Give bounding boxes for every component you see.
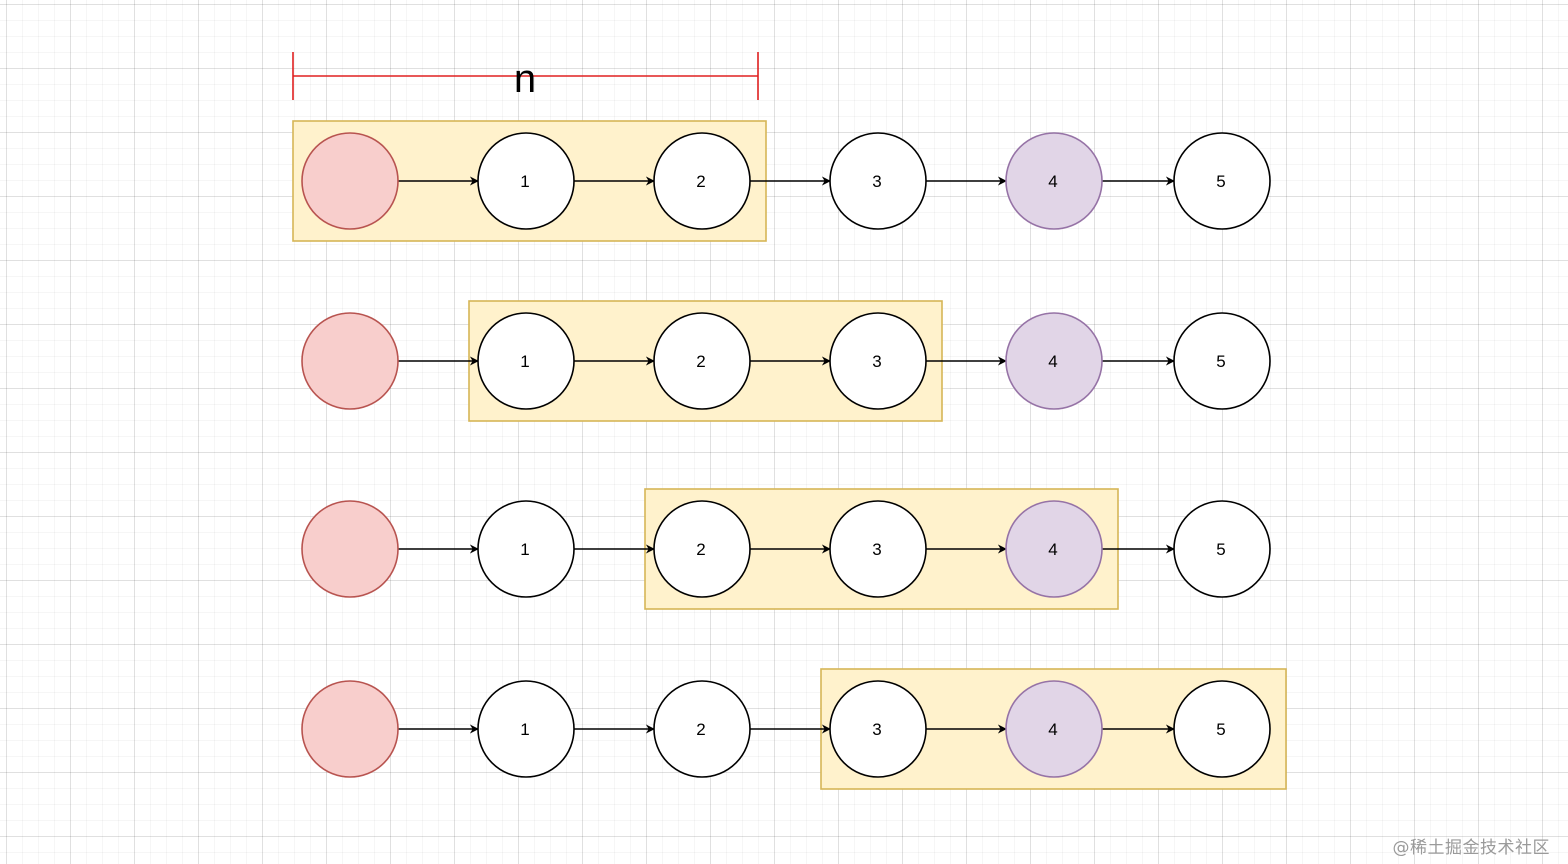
- node-value-label: 4: [1048, 172, 1057, 191]
- list-node: [1173, 500, 1271, 598]
- linked-list-rows: 1 2 3 4 5 1 2 3 4 5 1 2 3 4 5 1 2 3 4 5: [292, 120, 1287, 790]
- list-row-2: 1 2 3 4 5: [301, 300, 1271, 422]
- list-node: [829, 132, 927, 230]
- dummy-head-node: [301, 500, 399, 598]
- window-length-label: n: [514, 57, 536, 101]
- node-value-label: 3: [872, 172, 881, 191]
- node-value-label: 2: [696, 352, 705, 371]
- node-value-label: 1: [520, 720, 529, 739]
- node-value-label: 2: [696, 540, 705, 559]
- node-value-label: 5: [1216, 172, 1225, 191]
- list-node: [829, 500, 927, 598]
- list-node: [1173, 680, 1271, 778]
- window-length-indicator: n: [292, 52, 759, 101]
- list-node: [653, 312, 751, 410]
- list-node: [653, 680, 751, 778]
- list-node: [1173, 312, 1271, 410]
- list-node: [653, 132, 751, 230]
- list-node: [1173, 132, 1271, 230]
- list-row-1: 1 2 3 4 5: [292, 120, 1271, 242]
- watermark: @稀土掘金技术社区: [1392, 838, 1550, 858]
- node-value-label: 1: [520, 352, 529, 371]
- list-node: [477, 312, 575, 410]
- list-row-4: 1 2 3 4 5: [301, 668, 1287, 790]
- node-value-label: 2: [696, 172, 705, 191]
- node-value-label: 3: [872, 352, 881, 371]
- node-value-label: 1: [520, 172, 529, 191]
- target-node: [1005, 500, 1103, 598]
- list-node: [477, 500, 575, 598]
- node-value-label: 3: [872, 540, 881, 559]
- target-node: [1005, 132, 1103, 230]
- list-node: [653, 500, 751, 598]
- list-node: [477, 680, 575, 778]
- node-value-label: 4: [1048, 720, 1057, 739]
- dummy-head-node: [301, 312, 399, 410]
- node-value-label: 5: [1216, 720, 1225, 739]
- target-node: [1005, 680, 1103, 778]
- list-node: [829, 312, 927, 410]
- dummy-head-node: [301, 132, 399, 230]
- dummy-head-node: [301, 680, 399, 778]
- node-value-label: 1: [520, 540, 529, 559]
- node-value-label: 5: [1216, 352, 1225, 371]
- node-value-label: 5: [1216, 540, 1225, 559]
- node-value-label: 4: [1048, 352, 1057, 371]
- node-value-label: 3: [872, 720, 881, 739]
- target-node: [1005, 312, 1103, 410]
- node-value-label: 4: [1048, 540, 1057, 559]
- node-value-label: 2: [696, 720, 705, 739]
- list-node: [477, 132, 575, 230]
- list-row-3: 1 2 3 4 5: [301, 488, 1271, 610]
- list-node: [829, 680, 927, 778]
